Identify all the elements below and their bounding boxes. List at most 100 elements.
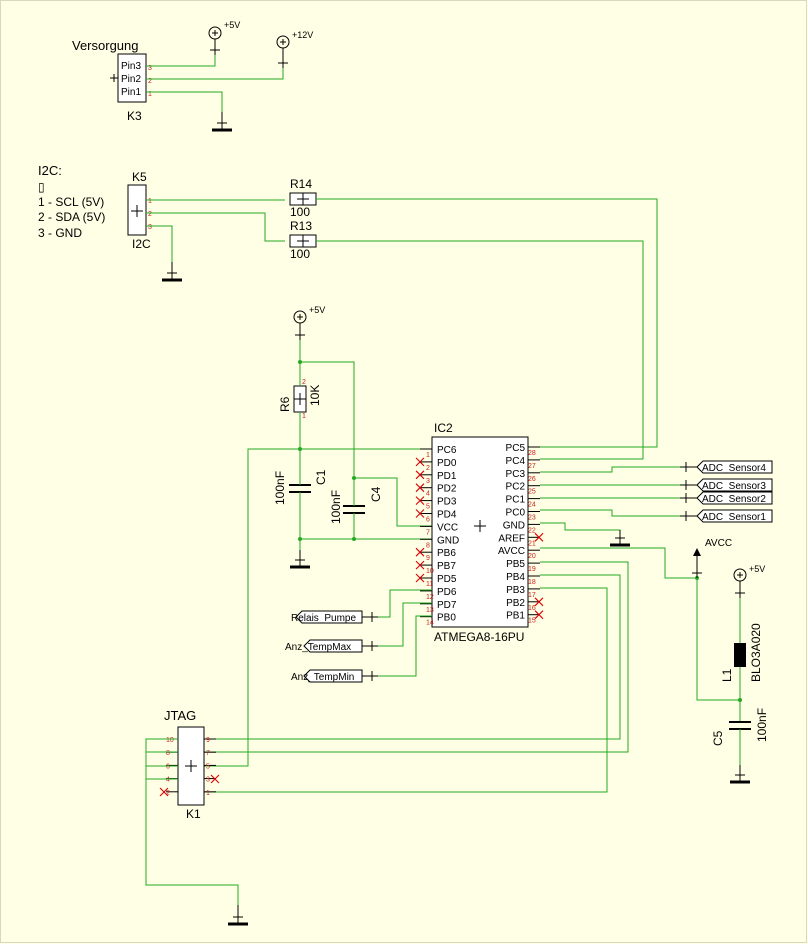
ic-left-pin-label: PB7 — [437, 561, 456, 572]
wire-pc3-adc4 — [540, 466, 695, 473]
no-connect-icon — [415, 457, 425, 467]
ic-right-pin-label: AVCC — [498, 546, 525, 557]
jtag-right-pin-number: 9 — [206, 737, 210, 744]
ic-left-pin-label: GND — [437, 535, 459, 546]
capacitor-c4: 100nF C4 — [329, 486, 383, 524]
ic-left-pin-number: 3 — [426, 478, 430, 485]
l1-value: BLO3A020 — [749, 623, 763, 682]
ic-left-pin-number: 6 — [426, 517, 430, 524]
ic-right-pin-number: 17 — [528, 592, 536, 599]
ic-right-pin-number: 15 — [528, 618, 536, 625]
supply-5v-label: +5V — [224, 20, 240, 30]
ic-right-pin-label: PB2 — [506, 598, 525, 609]
k3-pinnum-1: 1 — [148, 91, 152, 98]
inductor-l1: L1 BLO3A020 — [720, 623, 763, 682]
k3-pinnum-3: 3 — [148, 65, 152, 72]
ic-right-pin-number: 22 — [528, 527, 536, 534]
capacitor-c5: C5 100nF — [711, 708, 769, 746]
wire-pb4-jtag — [204, 574, 621, 740]
ic-left-pin-label: PD2 — [437, 484, 457, 495]
ic-left-pin-number: 10 — [426, 568, 434, 575]
ic-right-pin-label: PC2 — [506, 482, 526, 493]
i2c-line-2: 2 - SDA (5V) — [38, 210, 105, 224]
net-label-adc4: ADC_Sensor4 — [680, 460, 773, 474]
wire-tempmax-pd7 — [378, 602, 432, 647]
wire-pb3-jtag — [204, 587, 608, 793]
jtag-right-pin-number: 7 — [206, 750, 210, 757]
r6-name: R6 — [278, 396, 292, 412]
ic-right-pin-label: AREF — [498, 533, 525, 544]
supply-block: Versorgung Pin3 Pin2 Pin1 3 2 1 K3 +5V +… — [72, 20, 313, 132]
c4-value: 100nF — [329, 490, 343, 524]
ic-left-pin-number: 1 — [426, 452, 430, 459]
ic-left-pin-label: PD6 — [437, 587, 457, 598]
capacitor-c1: 100nF C1 — [273, 469, 328, 505]
jtag-left-pin-number: 8 — [166, 750, 170, 757]
ic-right-pin-label: PB3 — [506, 585, 525, 596]
wire-k5-gnd — [146, 225, 173, 270]
supply-12v-label: +12V — [292, 30, 313, 40]
k3-pinnum-2: 2 — [148, 78, 152, 85]
adc4-label: ADC_Sensor4 — [702, 463, 766, 474]
wire-relais-pd6 — [378, 589, 432, 618]
tempmax-label: Anz_TempMax — [285, 642, 351, 653]
no-connect-icon — [534, 532, 544, 542]
ic2-atmega8: IC2 ATMEGA8-16PU PC61PD02PD13PD24PD35PD4… — [415, 421, 544, 644]
net-label-tempmin: Anz_TempMin — [291, 669, 378, 683]
r14-value: 100 — [290, 205, 310, 219]
supply-title: Versorgung — [72, 38, 139, 53]
jtag-left-pin-number: 10 — [166, 737, 174, 744]
ic-right-pin-label: PB5 — [506, 559, 525, 570]
jtag-right-pin-number: 1 — [206, 790, 210, 797]
ic-left-pin-label: PD4 — [437, 510, 457, 521]
ic-left-pin-label: PD1 — [437, 471, 457, 482]
ground-icon — [212, 112, 232, 132]
no-connect-icon — [534, 597, 544, 607]
resistor-r14: R14 100 — [289, 177, 317, 219]
r6-5v-label: +5V — [309, 305, 325, 315]
wire-pc0-adc1 — [540, 509, 695, 517]
l1-name: L1 — [720, 668, 734, 682]
wire-r13-pc4 — [316, 240, 644, 460]
vcc-5v-symbol: +5V — [293, 305, 325, 340]
k5-pinnum-1: 1 — [148, 198, 152, 205]
svg-text:2: 2 — [302, 379, 306, 386]
r13-name: R13 — [290, 219, 312, 233]
ic-right-pin-number: 27 — [528, 463, 536, 470]
wire-jtag-gnd — [145, 738, 239, 910]
k5-pinnum-3: 3 — [148, 224, 152, 231]
wire-k3-gnd — [146, 91, 223, 118]
k3-designator: K3 — [127, 109, 142, 123]
avcc-arrow-icon: AVCC — [692, 538, 732, 578]
ic-right-pin-number: 24 — [528, 502, 536, 509]
i2c-line-3: 3 - GND — [38, 226, 82, 240]
k3-pin2-label: Pin2 — [121, 74, 141, 85]
ic2-name: IC2 — [434, 421, 453, 435]
ic-right-pin-number: 18 — [528, 579, 536, 586]
ic-left-pin-label: PD0 — [437, 458, 457, 469]
ic-right-pin-label: GND — [503, 520, 525, 531]
ic-right-pin-label: PC0 — [506, 508, 526, 519]
jtag-title: JTAG — [164, 708, 196, 723]
no-connect-icon — [210, 774, 220, 784]
ic-left-pin-number: 13 — [426, 607, 434, 614]
ic-right-pin-label: PB4 — [506, 572, 525, 583]
avcc-label: AVCC — [705, 538, 732, 549]
r14-name: R14 — [290, 177, 312, 191]
net-label-adc1: ADC_Sensor1 — [680, 509, 773, 523]
k5-label: I2C — [132, 237, 151, 251]
no-connect-icon — [415, 573, 425, 583]
jtag-left-pin-number: 2 — [166, 790, 170, 797]
jtag-right-pin-number: 5 — [206, 763, 210, 770]
c1-value: 100nF — [273, 471, 287, 505]
no-connect-icon — [415, 483, 425, 493]
ic-left-pin-number: 2 — [426, 465, 430, 472]
ground-icon — [730, 765, 750, 784]
c5-value: 100nF — [755, 708, 769, 742]
ic-left-pin-number: 7 — [426, 529, 430, 536]
ground-icon — [228, 905, 248, 926]
k3-pin3-label: Pin3 — [121, 61, 141, 72]
ic-left-pin-label: VCC — [437, 522, 458, 533]
